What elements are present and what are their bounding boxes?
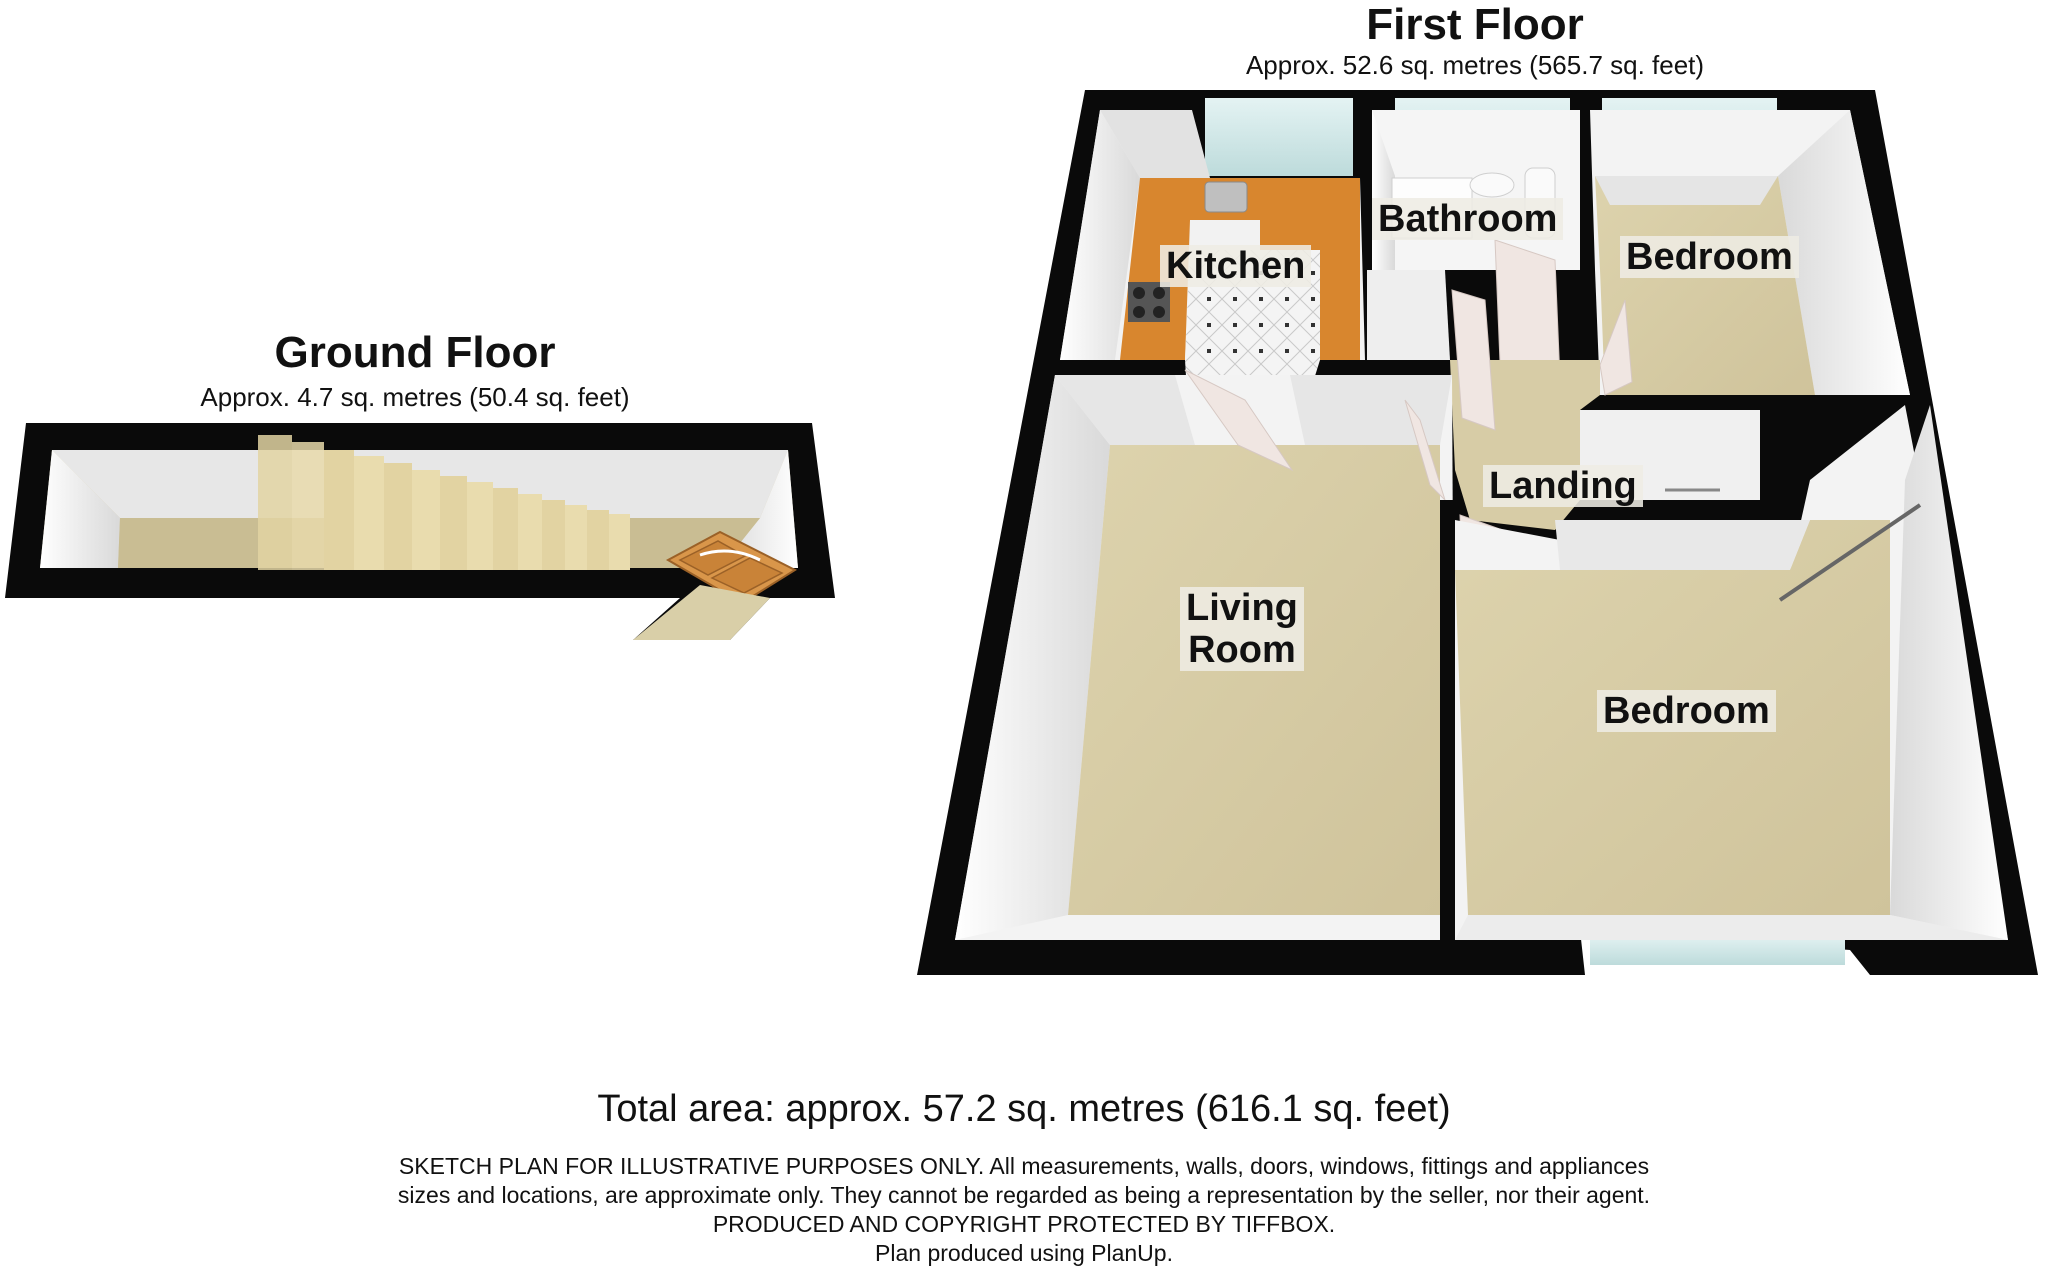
disclaimer-line-1: SKETCH PLAN FOR ILLUSTRATIVE PURPOSES ON… <box>398 1153 1650 1179</box>
ground-floor-title: Ground Floor <box>274 328 556 377</box>
disclaimer-line-3: PRODUCED AND COPYRIGHT PROTECTED BY TIFF… <box>712 1211 1336 1237</box>
first-floor-title: First Floor <box>1366 0 1584 49</box>
room-label-living-room: Living Room <box>1180 587 1304 671</box>
disclaimer: SKETCH PLAN FOR ILLUSTRATIVE PURPOSES ON… <box>0 1152 2048 1268</box>
ground-floor-area: Approx. 4.7 sq. metres (50.4 sq. feet) <box>200 382 630 412</box>
cupboard <box>1367 270 1450 360</box>
ground-floor-plan <box>5 423 835 640</box>
basin-icon <box>1469 172 1515 198</box>
room-label-bedroom-top: Bedroom <box>1620 236 1799 278</box>
front-door <box>665 530 798 605</box>
total-area: Total area: approx. 57.2 sq. metres (616… <box>597 1088 1451 1130</box>
room-label-bathroom: Bathroom <box>1372 198 1564 240</box>
kitchen-window <box>1205 98 1353 176</box>
living-room-label-line1: Living <box>1186 587 1298 629</box>
room-label-landing: Landing <box>1483 465 1643 507</box>
disclaimer-line-2: sizes and locations, are approximate onl… <box>397 1182 1651 1208</box>
hob-icon <box>1128 282 1170 322</box>
first-floor-plan <box>917 90 2038 975</box>
room-label-kitchen: Kitchen <box>1160 245 1312 287</box>
staircase <box>258 435 630 570</box>
living-room-room <box>955 369 1455 940</box>
living-room-label-line2: Room <box>1188 629 1296 671</box>
first-floor-area: Approx. 52.6 sq. metres (565.7 sq. feet) <box>1245 50 1705 80</box>
sink-icon <box>1204 181 1248 213</box>
bedroom-bottom-room <box>1455 405 2008 940</box>
kitchen-room <box>1060 110 1365 440</box>
disclaimer-line-4: Plan produced using PlanUp. <box>875 1240 1173 1266</box>
room-label-bedroom-bottom: Bedroom <box>1597 690 1776 732</box>
